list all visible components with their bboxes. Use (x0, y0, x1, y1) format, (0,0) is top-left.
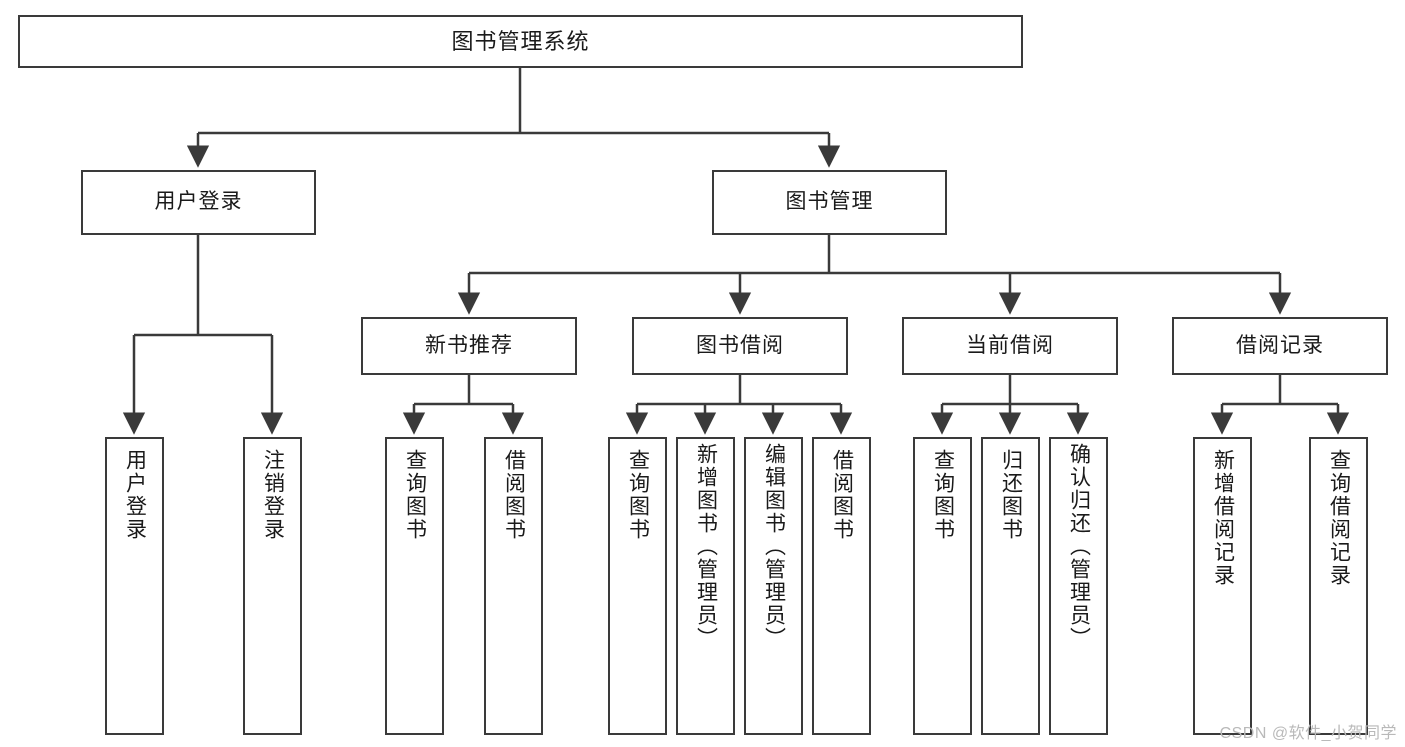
node-book-borrow-label: 图书借阅 (696, 333, 784, 357)
node-user-login[interactable]: 用户登录 (81, 170, 316, 235)
node-leaf-new-book-query[interactable]: 查询图书 (385, 437, 444, 735)
node-root-system[interactable]: 图书管理系统 (18, 15, 1023, 68)
node-leaf-borrow-record-add[interactable]: 新增借阅记录 (1193, 437, 1252, 735)
node-book-borrow[interactable]: 图书借阅 (632, 317, 848, 375)
node-leaf-book-borrow-edit-label: 编辑图书（管理员） (762, 443, 786, 650)
node-leaf-current-borrow-return[interactable]: 归还图书 (981, 437, 1040, 735)
node-borrow-record[interactable]: 借阅记录 (1172, 317, 1388, 375)
node-root-system-label: 图书管理系统 (451, 28, 590, 54)
node-book-management[interactable]: 图书管理 (712, 170, 947, 235)
node-leaf-current-borrow-query[interactable]: 查询图书 (913, 437, 972, 735)
node-leaf-user-login-login-label: 用户登录 (123, 449, 147, 541)
node-leaf-book-borrow-query-label: 查询图书 (626, 449, 650, 541)
node-leaf-book-borrow-borrow[interactable]: 借阅图书 (812, 437, 871, 735)
node-leaf-borrow-record-query[interactable]: 查询借阅记录 (1309, 437, 1368, 735)
node-leaf-user-login-logout-label: 注销登录 (261, 449, 285, 541)
node-leaf-book-borrow-query[interactable]: 查询图书 (608, 437, 667, 735)
node-leaf-book-borrow-edit[interactable]: 编辑图书（管理员） (744, 437, 803, 735)
node-new-book-recommend-label: 新书推荐 (425, 333, 513, 357)
node-leaf-book-borrow-add[interactable]: 新增图书（管理员） (676, 437, 735, 735)
node-current-borrow-label: 当前借阅 (966, 333, 1054, 357)
node-borrow-record-label: 借阅记录 (1236, 333, 1324, 357)
node-leaf-new-book-borrow-label: 借阅图书 (502, 449, 526, 541)
node-leaf-book-borrow-borrow-label: 借阅图书 (830, 449, 854, 541)
node-leaf-user-login-login[interactable]: 用户登录 (105, 437, 164, 735)
node-leaf-borrow-record-add-label: 新增借阅记录 (1211, 449, 1235, 587)
node-leaf-user-login-logout[interactable]: 注销登录 (243, 437, 302, 735)
node-user-login-label: 用户登录 (154, 190, 243, 214)
node-leaf-current-borrow-return-label: 归还图书 (999, 449, 1023, 541)
node-leaf-borrow-record-query-label: 查询借阅记录 (1327, 449, 1351, 587)
node-new-book-recommend[interactable]: 新书推荐 (361, 317, 577, 375)
node-leaf-book-borrow-add-label: 新增图书（管理员） (694, 443, 718, 650)
node-leaf-new-book-borrow[interactable]: 借阅图书 (484, 437, 543, 735)
node-leaf-current-borrow-confirm[interactable]: 确认归还（管理员） (1049, 437, 1108, 735)
node-book-management-label: 图书管理 (785, 190, 874, 214)
node-leaf-current-borrow-confirm-label: 确认归还（管理员） (1067, 443, 1091, 650)
node-leaf-current-borrow-query-label: 查询图书 (931, 449, 955, 541)
node-leaf-new-book-query-label: 查询图书 (403, 449, 427, 541)
watermark: CSDN @软件_小贺同学 (1219, 725, 1397, 742)
node-current-borrow[interactable]: 当前借阅 (902, 317, 1118, 375)
